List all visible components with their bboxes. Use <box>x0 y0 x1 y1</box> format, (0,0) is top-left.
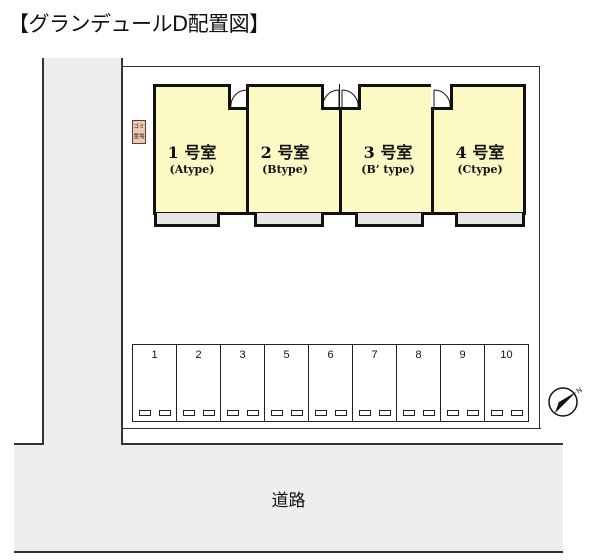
wall-divider <box>339 84 340 112</box>
unit-2-name: 2 号室 <box>260 143 310 162</box>
lot-boundary-right <box>539 66 540 429</box>
wheel-stop <box>402 410 415 416</box>
garbage-label-1: ゴミ <box>133 124 145 130</box>
unit-4-name: 4 号室 <box>455 143 505 162</box>
parking-space-number: 3 <box>239 349 246 361</box>
unit-1-name: 1 号室 <box>167 143 217 162</box>
wheel-stops <box>133 410 176 416</box>
wheel-stop <box>358 410 371 416</box>
unit-1-balcony <box>154 213 220 227</box>
wheel-stops <box>353 410 396 416</box>
unit-3-label: 3 号室 (B’ type) <box>350 140 426 180</box>
parking-space-number: 5 <box>283 349 290 361</box>
wheel-stops <box>221 410 264 416</box>
door-icon <box>230 89 248 109</box>
parking-space-number: 7 <box>371 349 378 361</box>
unit-2-balcony <box>254 213 324 227</box>
wheel-stop <box>270 410 283 416</box>
parking-area: 1 2 3 5 6 7 8 9 10 <box>132 344 529 422</box>
wheel-stop <box>290 410 303 416</box>
unit-4-type: (Ctype) <box>457 163 503 176</box>
wheel-stop <box>246 410 259 416</box>
parking-space[interactable]: 10 <box>485 345 528 421</box>
parking-space[interactable]: 2 <box>177 345 221 421</box>
parking-space[interactable]: 3 <box>221 345 265 421</box>
parking-space-number: 10 <box>500 349 513 361</box>
unit-3-name: 3 号室 <box>363 143 413 162</box>
wheel-stops <box>441 410 484 416</box>
wheel-stop <box>490 410 503 416</box>
wheel-stop <box>446 410 459 416</box>
parking-space[interactable]: 7 <box>353 345 397 421</box>
garbage-station: ゴミ 置場 <box>132 120 146 144</box>
parking-space[interactable]: 1 <box>133 345 177 421</box>
parking-space[interactable]: 5 <box>265 345 309 421</box>
unit-1-type: (Atype) <box>169 163 215 176</box>
wheel-stops <box>485 410 528 416</box>
wheel-stops <box>177 410 220 416</box>
compass-north-icon: N <box>548 387 584 417</box>
garbage-label-2: 置場 <box>133 134 145 140</box>
wheel-stops <box>265 410 308 416</box>
wheel-stop <box>466 410 479 416</box>
door-icon <box>322 89 340 109</box>
wheel-stop <box>510 410 523 416</box>
wheel-stop <box>334 410 347 416</box>
wheel-stop <box>158 410 171 416</box>
wheel-stop <box>314 410 327 416</box>
main-road <box>14 443 563 553</box>
parking-space-number: 2 <box>195 349 202 361</box>
wheel-stops <box>309 410 352 416</box>
road-junction <box>44 440 121 446</box>
wheel-stop <box>138 410 151 416</box>
wheel-stop <box>202 410 215 416</box>
road-label: 道路 <box>271 490 306 511</box>
unit-2-type: (Btype) <box>262 163 308 176</box>
parking-space-number: 1 <box>151 349 158 361</box>
parking-space-number: 8 <box>415 349 422 361</box>
lot-boundary-bottom <box>123 428 541 429</box>
side-road <box>42 58 123 445</box>
parking-space-number: 6 <box>327 349 334 361</box>
unit-1-label: 1 号室 (Atype) <box>156 140 228 180</box>
lot-boundary-top <box>123 66 540 67</box>
wheel-stop <box>422 410 435 416</box>
svg-text:N: N <box>576 387 584 396</box>
parking-space-number: 9 <box>459 349 466 361</box>
unit-4-label: 4 号室 (Ctype) <box>442 140 518 180</box>
parking-space[interactable]: 8 <box>397 345 441 421</box>
wheel-stops <box>397 410 440 416</box>
parking-space[interactable]: 6 <box>309 345 353 421</box>
page-title: 【グランデュールD配置図】 <box>8 12 270 36</box>
door-icon <box>341 89 359 109</box>
door-icon <box>433 89 451 109</box>
unit-3-balcony <box>355 213 424 227</box>
unit-2-label: 2 号室 (Btype) <box>249 140 321 180</box>
unit-3-type: (B’ type) <box>361 163 415 176</box>
wheel-stop <box>378 410 391 416</box>
unit-4-balcony <box>455 213 525 227</box>
wheel-stop <box>226 410 239 416</box>
wheel-stop <box>182 410 195 416</box>
parking-space[interactable]: 9 <box>441 345 485 421</box>
